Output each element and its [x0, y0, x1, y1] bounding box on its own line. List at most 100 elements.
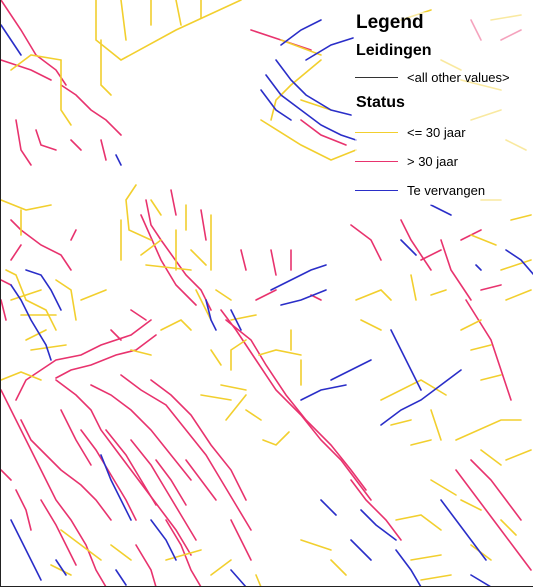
pipe-segment [170, 189, 177, 216]
pipe-segment [10, 219, 72, 271]
pipe-segment [215, 289, 232, 301]
pipe-segment [80, 289, 107, 301]
pipe-segment [130, 439, 197, 541]
pipe-segment [145, 199, 212, 311]
pipe-segment [55, 334, 157, 379]
pipe-segment [70, 139, 82, 151]
pipe-segment [55, 559, 67, 576]
legend-entry-gt-30: > 30 jaar [355, 147, 533, 176]
pipe-segment [100, 454, 132, 521]
pipe-segment [380, 369, 462, 426]
pipe-segment [120, 0, 127, 41]
pipe-segment [150, 199, 162, 216]
pipe-segment [430, 479, 457, 496]
pipe-segment [125, 184, 152, 241]
legend-entry-le-30: <= 30 jaar [355, 118, 533, 147]
pipe-segment [300, 539, 332, 551]
pipe-segment [275, 59, 352, 116]
legend-entry-te-vervangen: Te vervangen [355, 176, 533, 205]
pipe-segment [465, 299, 512, 401]
pipe-segment [50, 564, 72, 576]
pipe-segment [500, 519, 517, 536]
pipe-segment [165, 519, 202, 586]
pipe-segment [190, 249, 207, 266]
pipe-segment [265, 74, 357, 141]
pipe-segment [420, 249, 442, 261]
pipe-segment [260, 89, 292, 121]
pipe-segment [115, 569, 127, 586]
pipe-segment [280, 19, 322, 46]
pipe-segment [500, 259, 532, 271]
pipe-segment [90, 384, 192, 481]
pipe-segment [505, 449, 532, 461]
pipe-segment [225, 319, 367, 491]
pipe-segment [130, 349, 152, 356]
pipe-segment [395, 514, 442, 531]
pipe-segment [225, 394, 247, 421]
pipe-segment [100, 139, 107, 161]
pipe-segment [150, 379, 247, 501]
legend-swatch-all-other [355, 76, 398, 78]
pipe-segment [1, 371, 42, 381]
pipe-segment [1, 0, 67, 86]
pipe-segment [15, 119, 32, 166]
pipe-segment [258, 349, 302, 356]
pipe-segment [110, 544, 132, 561]
pipe-segment [140, 239, 162, 256]
pipe-segment [135, 544, 157, 586]
pipe-segment [100, 39, 112, 96]
pipe-segment [140, 214, 197, 306]
pipe-segment [300, 99, 332, 111]
pipe-segment [1, 199, 52, 211]
pipe-segment [1, 279, 12, 286]
pipe-segment [10, 284, 52, 361]
pipe-segment [15, 489, 32, 531]
pipe-segment [20, 419, 112, 521]
pipe-segment [270, 264, 327, 291]
pipe-segment [35, 129, 57, 151]
pipe-segment [150, 519, 177, 561]
pipe-segment [400, 219, 432, 271]
legend-panel: Legend Leidingen <all other values> Stat… [355, 12, 533, 205]
pipe-segment [270, 249, 277, 276]
pipe-segment [255, 574, 262, 586]
pipe-segment [330, 359, 372, 381]
pipe-segment [400, 239, 417, 256]
pipe-segment [230, 569, 247, 586]
legend-layer-status: Status [356, 94, 405, 111]
pipe-segment [230, 519, 252, 561]
pipe-segment [430, 204, 452, 216]
pipe-segment [1, 24, 22, 56]
pipe-segment [10, 519, 42, 581]
legend-entry-all-other: <all other values> [355, 66, 533, 88]
pipe-segment [350, 224, 382, 261]
pipe-segment [480, 284, 502, 291]
pipe-segment [165, 549, 202, 561]
pipe-segment [360, 319, 382, 331]
pipe-segment [1, 389, 107, 586]
pipe-segment [210, 559, 232, 576]
pipe-segment [60, 59, 72, 126]
pipe-segment [350, 539, 372, 561]
pipe-segment [230, 309, 242, 331]
pipe-segment [350, 479, 402, 541]
pipe-segment [410, 439, 432, 446]
legend-swatch-te-vervangen [355, 190, 398, 191]
pipe-segment [70, 229, 77, 241]
pipe-segment [155, 459, 187, 506]
pipe-segment [205, 299, 217, 331]
pipe-segment [80, 429, 137, 521]
pipe-segment [120, 374, 252, 531]
pipe-segment [60, 409, 92, 466]
pipe-segment [440, 499, 487, 561]
pipes-te-vervangen [1, 19, 533, 586]
pipe-segment [510, 214, 532, 221]
pipe-segment [230, 339, 247, 371]
pipe-segment [55, 279, 77, 321]
pipe-segment [505, 289, 532, 301]
pipe-segment [430, 409, 442, 441]
pipe-segment [130, 309, 147, 321]
